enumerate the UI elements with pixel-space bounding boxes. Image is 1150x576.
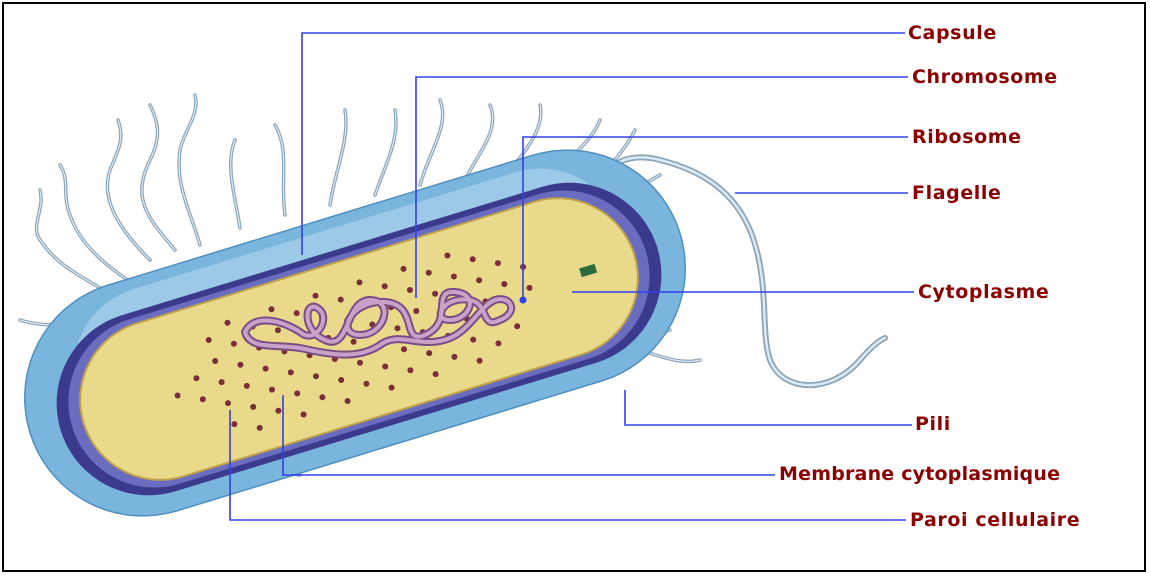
ribosome-dot-9 (231, 341, 237, 347)
ribosome-dot-30 (313, 293, 319, 299)
ribosome-dot-46 (389, 385, 395, 391)
ribosome-dot-63 (444, 253, 450, 259)
pilus-29 (60, 165, 135, 285)
ribosome-dot-5 (219, 379, 225, 385)
ribosome-dot-58 (426, 270, 432, 276)
ribosome-dot-52 (401, 266, 407, 272)
ribosome-dot-1 (193, 375, 199, 381)
ribosome-dot-29 (319, 394, 325, 400)
ribosome-dot-19 (269, 306, 275, 312)
ribosome-dot-70 (476, 277, 482, 283)
ribosome-dot-24 (301, 412, 307, 418)
ribosome-dot-3 (206, 337, 212, 343)
pilus-highlight-17 (179, 95, 200, 245)
ribosome-dot-68 (477, 358, 483, 364)
ribosome-dot-53 (407, 287, 413, 293)
ribosome-dot-6 (225, 400, 231, 406)
ribosome-dot-16 (263, 366, 269, 372)
label-paroi: Paroi cellulaire (910, 509, 1080, 531)
ribosome-dot-2 (200, 396, 206, 402)
ribosome-dot-34 (338, 377, 344, 383)
label-ribosome: Ribosome (912, 126, 1022, 148)
label-flagelle: Flagelle (912, 182, 1002, 204)
label-cytoplasme: Cytoplasme (918, 281, 1049, 303)
ribosome-dot-74 (495, 260, 501, 266)
ribosome-dot-64 (451, 274, 457, 280)
ribosome-dot-11 (244, 383, 250, 389)
ribosome-dot-57 (433, 371, 439, 377)
ribosome-dot-8 (225, 320, 231, 326)
pilus-21 (375, 110, 396, 195)
pilus-highlight-1 (36, 190, 120, 300)
ribosome-dot-59 (432, 291, 438, 297)
leader-line-pili (625, 390, 912, 425)
ribosome-dot-38 (351, 339, 357, 345)
ribosome-dot-49 (395, 325, 401, 331)
ribosome-dot-12 (250, 404, 256, 410)
label-membrane: Membrane cytoplasmique (779, 463, 1060, 485)
ribosome-dot-28 (313, 373, 319, 379)
ribosome-dot-0 (175, 393, 181, 399)
ribosome-dot-20 (275, 327, 281, 333)
ribosome-dot-10 (237, 362, 243, 368)
ribosome-dot-35 (345, 398, 351, 404)
ribosome-dot-25 (294, 310, 300, 316)
pilus-highlight-29 (60, 165, 135, 285)
ribosome-dot-54 (413, 308, 419, 314)
ribosome-dot-62 (451, 354, 457, 360)
ribosome-dot-67 (470, 337, 476, 343)
ribosome-dot-77 (514, 323, 520, 329)
pilus-22 (420, 100, 443, 185)
ribosome-dot-22 (288, 369, 294, 375)
ribosome-dot-69 (470, 256, 476, 262)
ribosome-dot-7 (231, 421, 237, 427)
ribosome-dot-39 (357, 360, 363, 366)
ribosome-dot-50 (401, 346, 407, 352)
ribosome-dot-51 (407, 367, 413, 373)
label-capsule: Capsule (908, 22, 997, 44)
ribosome-dot-79 (527, 285, 533, 291)
ribosome-dot-41 (357, 279, 363, 285)
ribosome-pointer-dot (520, 297, 527, 304)
pilus-17 (179, 95, 200, 245)
ribosome-dot-4 (212, 358, 218, 364)
pilus-highlight-20 (330, 110, 346, 205)
ribosome-dot-18 (275, 408, 281, 414)
ribosome-dot-73 (495, 340, 501, 346)
label-chromosome: Chromosome (912, 66, 1058, 88)
pilus-28 (142, 105, 175, 250)
ribosome-dot-45 (382, 364, 388, 370)
ribosome-dot-17 (269, 387, 275, 393)
ribosome-dot-13 (257, 425, 263, 431)
ribosome-dot-56 (426, 350, 432, 356)
label-pili: Pili (915, 413, 951, 435)
ribosome-dot-75 (501, 281, 507, 287)
pilus-1 (36, 190, 120, 300)
ribosome-dot-47 (382, 283, 388, 289)
ribosome-dot-36 (338, 297, 344, 303)
ribosome-dot-40 (363, 381, 369, 387)
ribosome-dot-23 (294, 390, 300, 396)
